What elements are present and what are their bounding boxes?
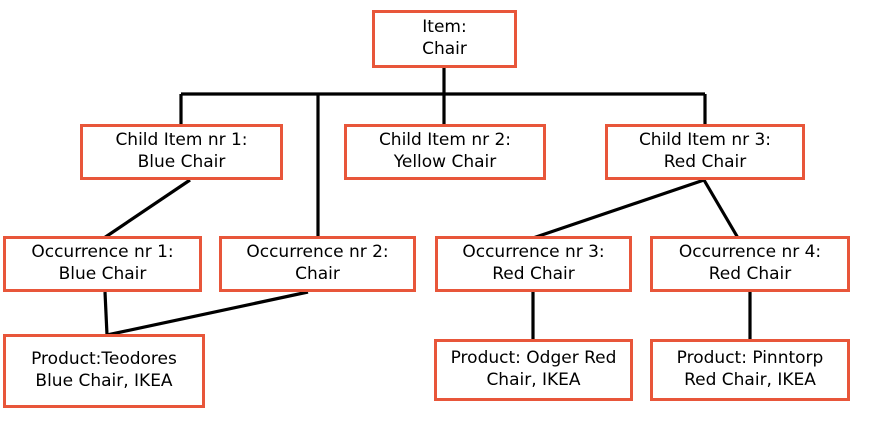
node-occurrence-4-line2: Red Chair	[708, 264, 792, 284]
node-occurrence-2-line1: Occurrence nr 2:	[246, 242, 389, 263]
node-child-item-1-line2: Blue Chair	[137, 152, 226, 172]
node-product-teodores-line1: Product:Teodores	[31, 349, 177, 370]
edge-occurrence-1-to-product-teodores	[103, 291, 109, 336]
node-occurrence-1-line2: Blue Chair	[58, 264, 147, 284]
node-child-item-1[interactable]: Child Item nr 1:Blue Chair	[80, 124, 283, 180]
node-occurrence-4[interactable]: Occurrence nr 4:Red Chair	[650, 236, 850, 292]
node-product-odger-line1: Product: Odger Red	[450, 348, 617, 369]
node-product-teodores-line2: Blue Chair, IKEA	[35, 371, 173, 391]
node-product-pinntorp-line1: Product: Pinntorp	[676, 348, 824, 369]
node-child-item-3-line2: Red Chair	[663, 152, 747, 172]
edge-child-1-to-occurrence-1	[103, 178, 191, 240]
node-item-chair-line1: Item:	[422, 17, 467, 38]
node-product-pinntorp-line2: Red Chair, IKEA	[684, 370, 816, 390]
node-occurrence-4-line1: Occurrence nr 4:	[678, 242, 822, 263]
node-child-item-2[interactable]: Child Item nr 2:Yellow Chair	[344, 124, 546, 180]
edge-child-3-to-occurrence-3	[532, 178, 705, 240]
node-child-item-1-line1: Child Item nr 1:	[115, 130, 248, 151]
node-occurrence-3-line1: Occurrence nr 3:	[462, 242, 605, 263]
node-item-chair[interactable]: Item:Chair	[372, 10, 517, 68]
node-occurrence-1-line1: Occurrence nr 1:	[31, 242, 174, 263]
node-item-chair-line2: Chair	[422, 39, 467, 59]
node-child-item-2-line2: Yellow Chair	[393, 152, 497, 172]
node-occurrence-2-line2: Chair	[295, 264, 340, 284]
edge-occurrence-2-to-product-teodores	[106, 290, 309, 337]
node-occurrence-2[interactable]: Occurrence nr 2:Chair	[219, 236, 416, 292]
edge-child-3-to-occurrence-4	[702, 179, 740, 239]
node-child-item-3-line1: Child Item nr 3:	[638, 130, 772, 151]
node-child-item-2-line1: Child Item nr 2:	[378, 130, 512, 151]
node-product-odger-line2: Chair, IKEA	[486, 370, 581, 390]
node-occurrence-3[interactable]: Occurrence nr 3:Red Chair	[435, 236, 632, 292]
node-occurrence-3-line2: Red Chair	[492, 264, 575, 284]
node-child-item-3[interactable]: Child Item nr 3:Red Chair	[605, 124, 805, 180]
node-occurrence-1[interactable]: Occurrence nr 1:Blue Chair	[3, 236, 202, 292]
